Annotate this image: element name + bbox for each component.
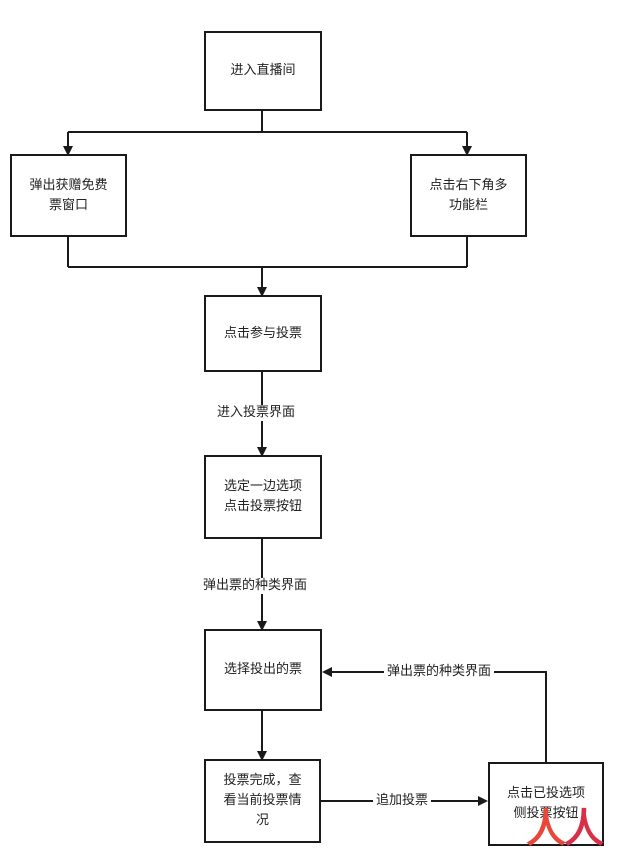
watermark-logo: 人人: [526, 796, 604, 854]
node-choose-ticket: 选择投出的票: [204, 629, 322, 711]
node-click-join-vote: 点击参与投票: [204, 295, 322, 372]
edge-label-popup-ticket-types-2: 弹出票的种类界面: [384, 664, 495, 680]
node-click-menu: 点击右下角多 功能栏: [410, 154, 527, 237]
node-popup-free-ticket: 弹出获赠免费 票窗口: [10, 154, 127, 237]
node-click-side-button: 点击已投选项 侧投票按钮: [488, 762, 604, 846]
edge-label-popup-ticket-types-1: 弹出票的种类界面: [200, 578, 311, 594]
node-enter-live: 进入直播间: [204, 31, 322, 111]
watermark-part-2: 人: [564, 806, 604, 852]
edge-side-to-choose: [322, 667, 547, 762]
node-vote-done: 投票完成，查 看当前投票情 况: [204, 759, 321, 843]
edge-label-enter-vote-ui: 进入投票界面: [214, 405, 299, 421]
edge-label-add-vote: 追加投票: [373, 793, 432, 809]
watermark-part-1: 人: [526, 806, 566, 852]
node-select-option: 选定一边选项 点击投票按钮: [204, 455, 322, 539]
